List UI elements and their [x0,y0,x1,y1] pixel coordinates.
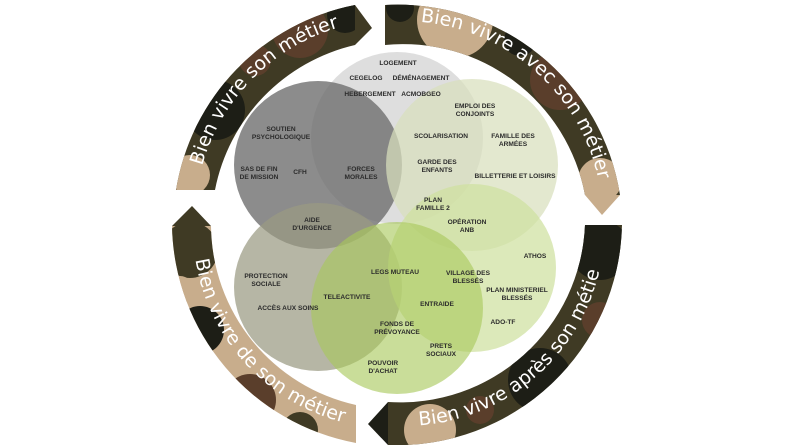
venn-circle-bottom [311,222,483,394]
venn-label: ACMOBGEO [401,91,441,98]
venn-label-line: BLESSÉS [453,276,484,285]
venn-label: HEBERGEMENT [344,91,395,98]
venn-label: DÉMÉNAGEMENT [393,73,450,82]
venn-label: LEGS MUTEAU [371,269,419,276]
venn-label: SCOLARISATION [414,133,468,140]
venn-circles [234,52,558,394]
venn-label-line: SCOLARISATION [414,133,468,140]
venn-label-line: PSYCHOLOGIQUE [252,134,311,141]
venn-label: ADO-TF [491,319,516,326]
venn-label-line: LEGS MUTEAU [371,269,419,276]
venn-labels: LOGEMENT CEGELOG DÉMÉNAGEMENT HEBERGEMENT AC… [240,60,556,375]
venn-circle-top-left [234,81,402,249]
venn-label: TELEACTIVITE [324,294,371,301]
venn-label-line: TELEACTIVITE [324,294,371,301]
arrow-head-bottom-right [368,402,388,445]
venn-label: LOGEMENT [379,60,416,67]
venn-label-line: DÉMÉNAGEMENT [393,73,450,82]
venn-label-line: ATHOS [524,253,547,260]
venn-label: BILLETTERIE ET LOISIRS [475,173,557,180]
venn-label-line: GARDE DES [417,159,457,166]
venn-label-line: PROTECTION [244,273,287,280]
venn-label-line: ACMOBGEO [401,91,441,98]
venn-label-line: CEGELOG [350,75,383,82]
venn-label-line: MORALES [345,174,379,181]
venn-label-line: OPÉRATION [448,217,487,226]
venn-label-line: VILLAGE DES [446,270,491,277]
venn-label: ACCÈS AUX SOINS [258,303,320,312]
venn-label-line: POUVOIR [368,360,399,367]
venn-label-line: AIDE [304,217,320,224]
venn-label-line: PRÉVOYANCE [374,327,420,336]
venn-label-line: LOGEMENT [379,60,416,67]
venn-label-line: D'ACHAT [369,368,398,375]
venn-label-line: FORCES [347,166,375,173]
venn-label-line: CFH [293,169,307,176]
venn-label-line: PRETS [430,343,453,350]
arrow-head-top-right [585,195,620,215]
venn-label-line: ADO-TF [491,319,516,326]
venn-label-line: DE MISSION [240,174,279,181]
venn-label-line: PLAN MINISTERIEL [486,287,548,294]
venn-label-line: BILLETTERIE ET LOISIRS [475,173,557,180]
venn-label: CEGELOG [350,75,383,82]
venn-label-line: SOCIAUX [426,351,457,358]
venn-label-line: D'URGENCE [292,225,332,232]
venn-label-line: ANB [460,227,475,234]
venn-label-line: BLESSÉS [502,293,533,302]
arrow-head-bottom-left [172,206,211,226]
arrow-head-top-left [355,5,372,45]
venn-label-line: ARMÉES [499,139,528,148]
venn-label-line: SOUTIEN [266,126,296,133]
venn-label: ENTRAIDE [420,301,454,308]
venn-label-line: ENFANTS [422,167,453,174]
venn-label-line: FONDS DE [380,321,415,328]
venn-label-line: HEBERGEMENT [344,91,395,98]
venn-label-line: CONJOINTS [456,111,495,118]
venn-label: CFH [293,169,307,176]
venn-label-line: ENTRAIDE [420,301,454,308]
venn-label-line: SOCIALE [251,281,281,288]
venn-label: ATHOS [524,253,547,260]
venn-label-line: FAMILLE 2 [416,205,450,212]
venn-label-line: FAMILLE DES [491,133,535,140]
venn-label-line: ACCÈS AUX SOINS [258,303,320,312]
venn-label-line: SAS DE FIN [240,166,277,173]
venn-label-line: EMPLOI DES [455,103,496,110]
venn-label-line: PLAN [424,197,442,204]
